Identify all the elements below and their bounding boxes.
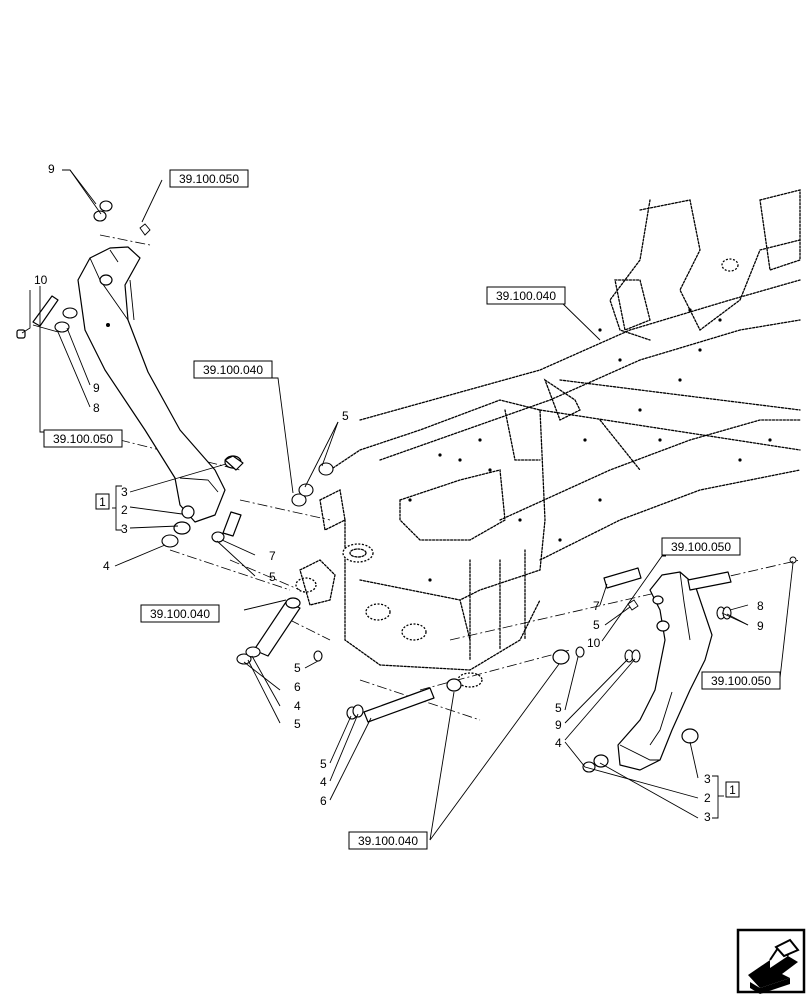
reference-box-3[interactable]: 39.100.050 — [43, 429, 123, 448]
callout-5: 5 — [342, 409, 349, 423]
reference-boxes[interactable]: 39.100.050 39.100.040 39.100.050 39.100.… — [43, 169, 781, 850]
callout-5: 5 — [555, 701, 562, 715]
callout-4: 4 — [555, 736, 562, 750]
callout-9: 9 — [93, 381, 100, 395]
callout-6: 6 — [320, 794, 327, 808]
svg-text:39.100.050: 39.100.050 — [53, 432, 113, 446]
svg-text:39.100.050: 39.100.050 — [179, 172, 239, 186]
svg-text:39.100.040: 39.100.040 — [150, 607, 210, 621]
callout-4: 4 — [294, 699, 301, 713]
left-linkage-arm — [77, 246, 244, 535]
reference-box-4[interactable]: 39.100.040 — [193, 360, 273, 379]
callout-3: 3 — [121, 485, 128, 499]
callout-4: 4 — [320, 775, 327, 789]
svg-text:39.100.050: 39.100.050 — [671, 540, 731, 554]
callout-5: 5 — [294, 661, 301, 675]
callout-8: 8 — [757, 599, 764, 613]
group-label-right: 1 — [725, 781, 740, 798]
left-small-parts — [16, 200, 334, 548]
right-linkage-arm — [582, 556, 797, 773]
callout-10: 10 — [34, 273, 48, 287]
group-brackets — [112, 485, 724, 819]
navigation-button[interactable] — [736, 928, 806, 994]
reference-box-8[interactable]: 39.100.040 — [348, 831, 428, 850]
arrow-navigation-icon — [748, 938, 800, 994]
svg-text:1: 1 — [99, 495, 106, 509]
callout-5: 5 — [269, 570, 276, 584]
callout-3: 3 — [704, 810, 711, 824]
machine-frame — [295, 189, 801, 688]
callout-5: 5 — [294, 717, 301, 731]
group-label-left: 1 — [95, 493, 110, 510]
svg-text:39.100.050: 39.100.050 — [711, 674, 771, 688]
callout-9: 9 — [48, 162, 55, 176]
reference-box-2[interactable]: 39.100.040 — [486, 286, 566, 305]
callout-2: 2 — [704, 791, 711, 805]
svg-text:39.100.040: 39.100.040 — [203, 363, 263, 377]
leader-lines — [21, 169, 794, 841]
reference-box-6[interactable]: 39.100.050 — [661, 537, 741, 556]
callout-2: 2 — [121, 503, 128, 517]
center-pins — [236, 597, 585, 723]
callout-6: 6 — [294, 680, 301, 694]
callout-8: 8 — [93, 401, 100, 415]
callout-3: 3 — [704, 772, 711, 786]
callout-7: 7 — [593, 599, 600, 613]
callout-7: 7 — [269, 549, 276, 563]
callout-9: 9 — [757, 619, 764, 633]
callout-numbers: 9 10 9 8 5 3 2 3 4 7 5 5 6 4 5 5 4 6 7 5… — [34, 162, 764, 824]
callout-10: 10 — [587, 636, 601, 650]
callout-5: 5 — [593, 618, 600, 632]
callout-9: 9 — [555, 718, 562, 732]
svg-text:39.100.040: 39.100.040 — [358, 834, 418, 848]
reference-box-1[interactable]: 39.100.050 — [169, 169, 249, 188]
reference-box-5[interactable]: 39.100.040 — [140, 604, 220, 623]
reference-box-7[interactable]: 39.100.050 — [701, 671, 781, 690]
callout-4: 4 — [103, 559, 110, 573]
svg-text:39.100.040: 39.100.040 — [496, 289, 556, 303]
svg-text:1: 1 — [729, 783, 736, 797]
callout-5: 5 — [320, 757, 327, 771]
callout-3: 3 — [121, 522, 128, 536]
